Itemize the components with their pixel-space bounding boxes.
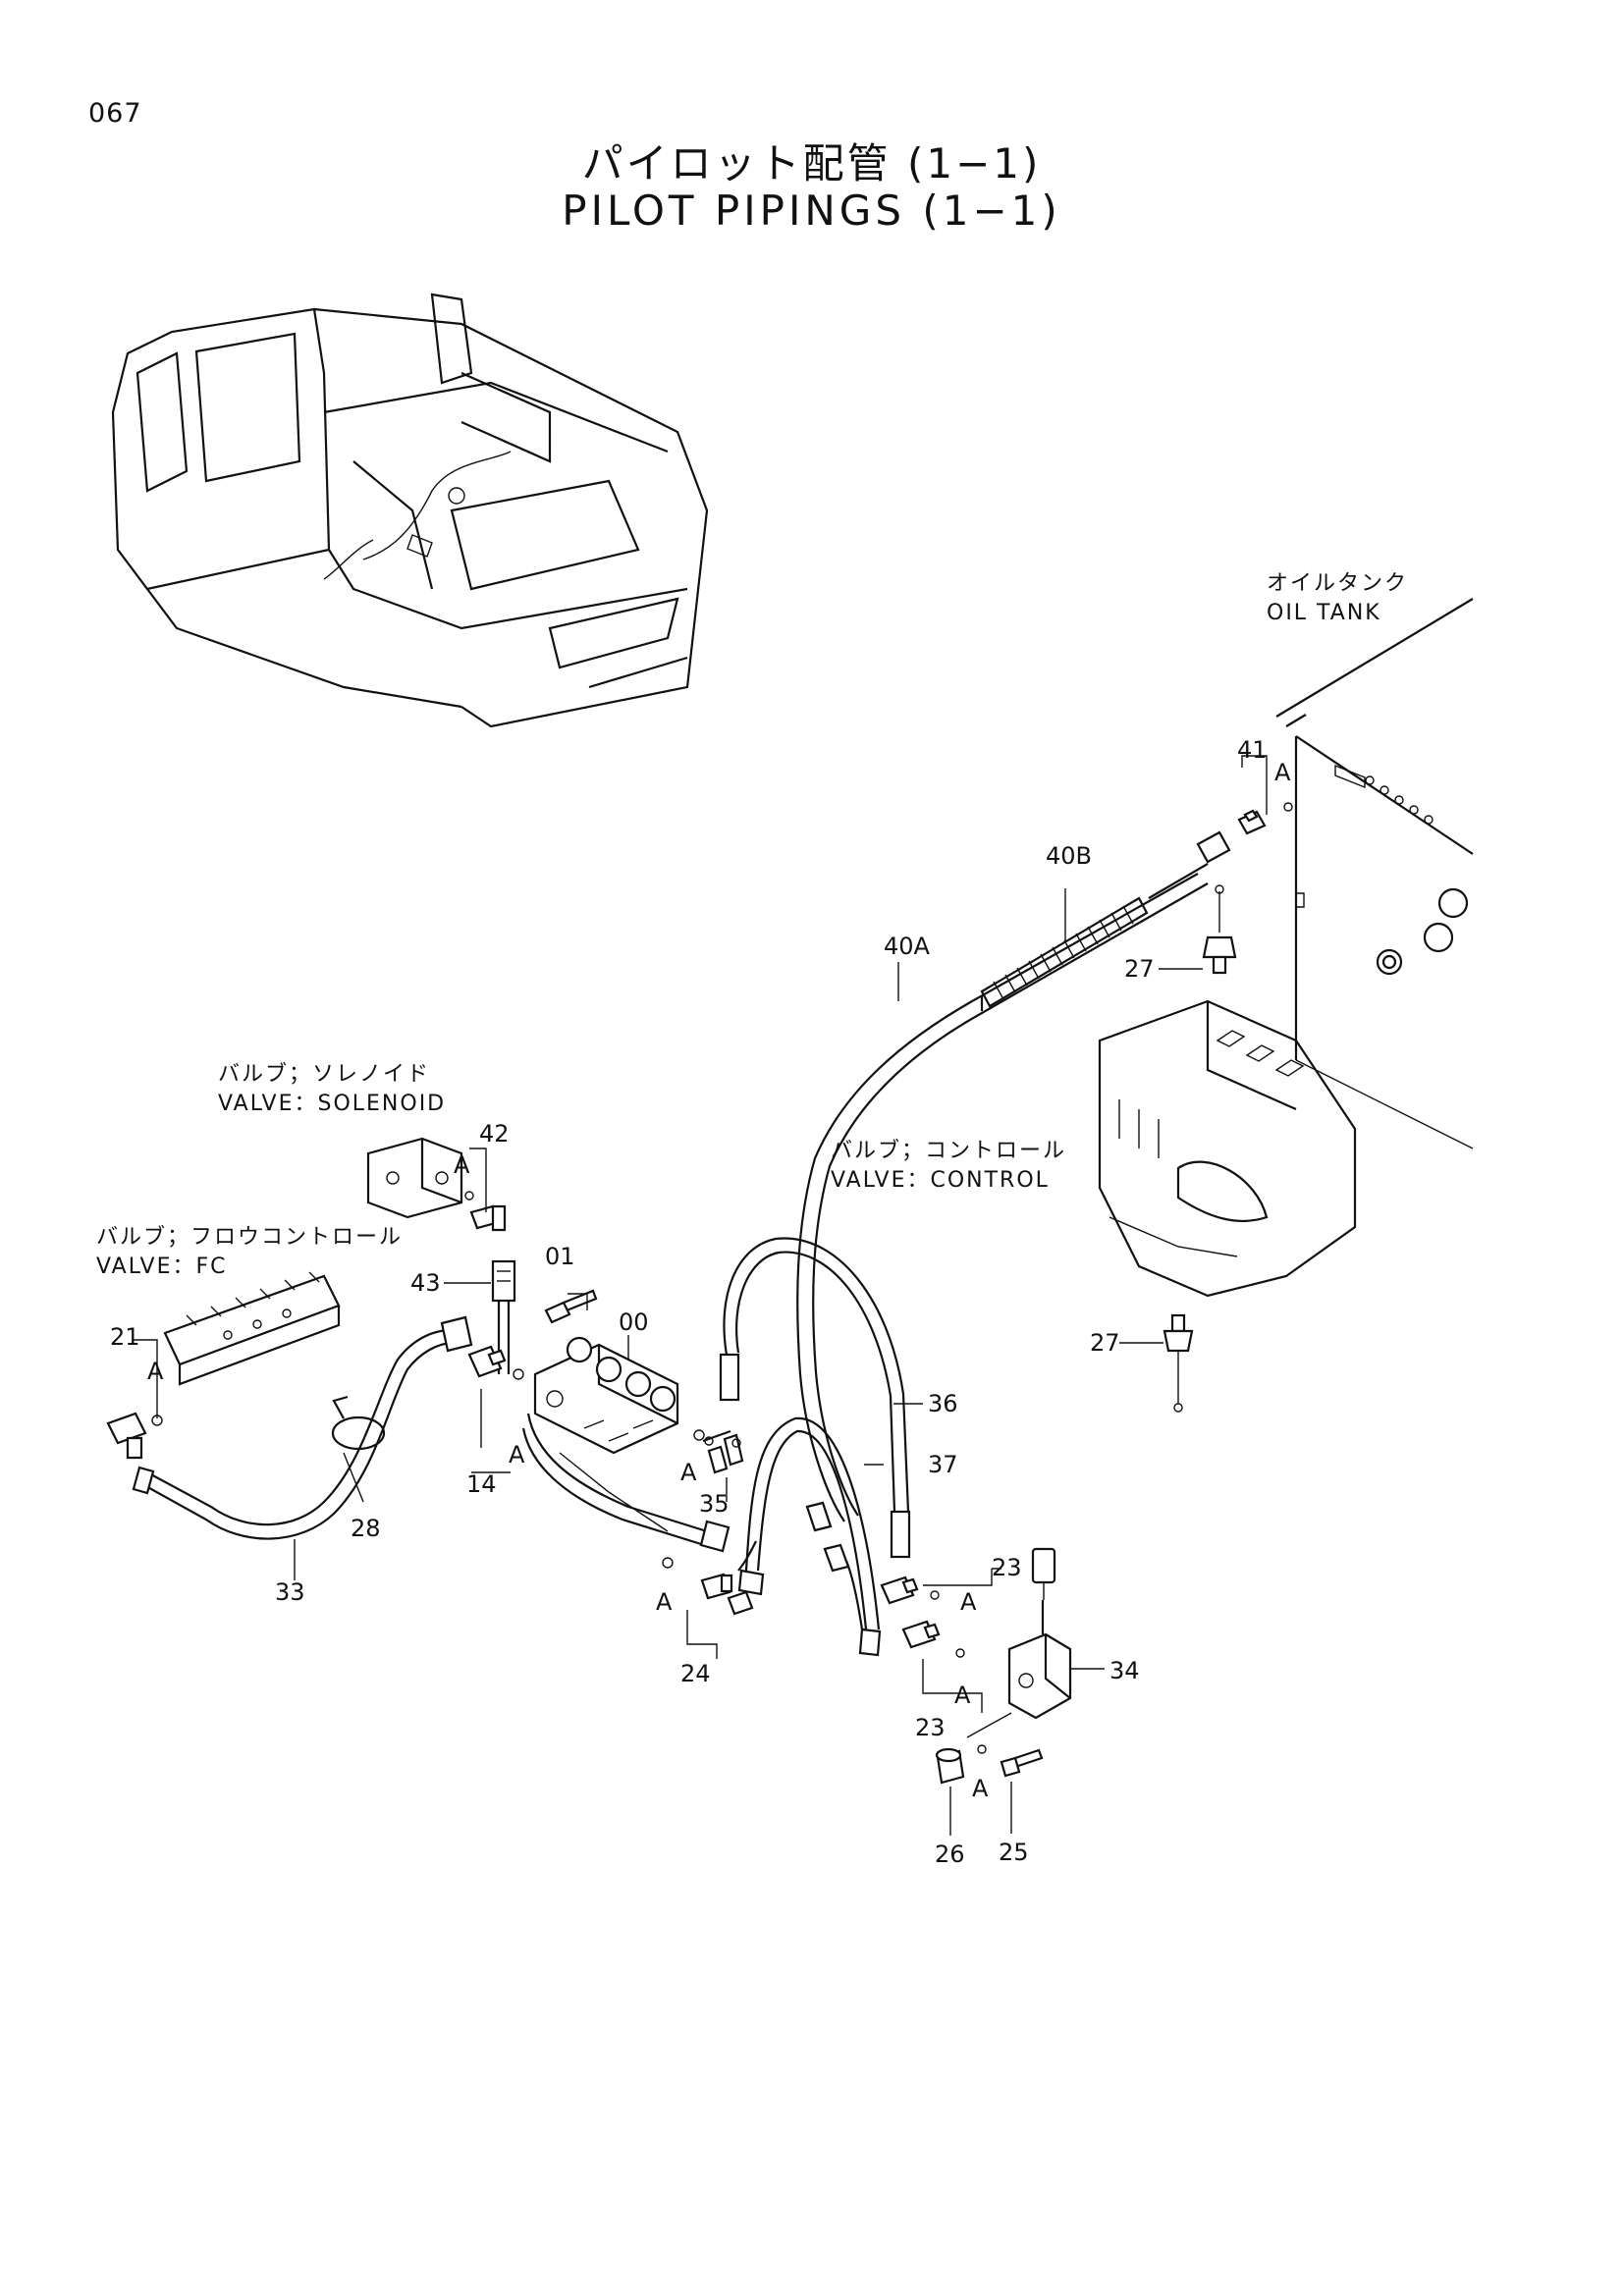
oil-tank xyxy=(1275,598,1474,1149)
part-label-23-upper: 23 xyxy=(992,1554,1022,1581)
oil-tank-caption: オイルタンク OIL TANK xyxy=(1267,569,1408,628)
oil-tank-label-en: OIL TANK xyxy=(1267,601,1381,625)
ref-marker-a: A xyxy=(656,1588,673,1616)
part-label-43: 43 xyxy=(410,1269,441,1297)
fitting-14 xyxy=(467,1345,524,1380)
part-label-36: 36 xyxy=(928,1390,958,1417)
ref-marker-a: A xyxy=(680,1459,697,1486)
hose-33 xyxy=(132,1315,473,1540)
hose-40b-spring-guard xyxy=(980,896,1149,1008)
part-label-00: 00 xyxy=(619,1308,649,1336)
part-label-23-lower: 23 xyxy=(915,1714,946,1741)
page-title-japanese: パイロット配管 (1−1) xyxy=(581,139,1042,187)
fitting-23-upper xyxy=(880,1575,940,1605)
solenoid-valve-caption: バルブ；ソレノイド VALVE：SOLENOID xyxy=(218,1060,446,1119)
part-label-37: 37 xyxy=(928,1451,958,1478)
part-label-26: 26 xyxy=(935,1841,965,1868)
elbow-fitting-21 xyxy=(106,1412,163,1460)
solenoid-valve-label-en: VALVE：SOLENOID xyxy=(218,1092,447,1116)
part-label-27-upper: 27 xyxy=(1124,955,1155,983)
fitting-27-lower xyxy=(1163,1313,1194,1413)
hose-40 xyxy=(796,830,1231,1522)
solenoid-valve-label-jp: バルブ；ソレノイド xyxy=(218,1062,431,1087)
ref-marker-a: A xyxy=(1274,759,1291,786)
reference-markers: A A A A A A A A A xyxy=(147,759,1291,1802)
part-label-24: 24 xyxy=(680,1660,711,1687)
fitting-41 xyxy=(1237,802,1293,835)
valve-block-00 xyxy=(533,1336,714,1455)
control-valve-label-en: VALVE：CONTROL xyxy=(831,1168,1050,1193)
part-label-01: 01 xyxy=(545,1243,575,1270)
ref-marker-a: A xyxy=(454,1151,470,1179)
hose-to-fitting-35 xyxy=(521,1413,744,1553)
part-label-41: 41 xyxy=(1237,736,1268,764)
ref-marker-a: A xyxy=(954,1682,971,1709)
fc-valve-label-jp: バルブ；フロウコントロール xyxy=(96,1225,404,1250)
part-label-42: 42 xyxy=(479,1120,510,1148)
elbow-fitting-42 xyxy=(469,1204,507,1232)
ref-marker-a: A xyxy=(960,1588,977,1616)
fc-valve-caption: バルブ；フロウコントロール VALVE：FC xyxy=(96,1223,403,1282)
control-valve-label-jp: バルブ；コントロール xyxy=(831,1139,1067,1163)
part-label-40b: 40B xyxy=(1046,842,1092,870)
fitting-27-upper xyxy=(1202,884,1237,975)
part-label-33: 33 xyxy=(275,1578,305,1606)
part-label-28: 28 xyxy=(351,1515,381,1542)
hose-36 xyxy=(719,1237,911,1559)
part-label-14: 14 xyxy=(466,1470,497,1498)
part-label-40a: 40A xyxy=(884,933,931,960)
part-label-27-lower: 27 xyxy=(1090,1329,1120,1357)
control-valve-caption: バルブ；コントロール VALVE：CONTROL xyxy=(831,1137,1067,1196)
solenoid-valve xyxy=(366,1137,474,1219)
part-label-25: 25 xyxy=(999,1839,1029,1866)
fitting-43 xyxy=(491,1259,516,1374)
control-valve xyxy=(1098,999,1357,1298)
fitting-24 xyxy=(662,1540,757,1616)
bolt-01 xyxy=(544,1289,598,1324)
fitting-35 xyxy=(702,1429,731,1474)
oil-tank-label-jp: オイルタンク xyxy=(1267,571,1409,596)
leader-lines xyxy=(133,755,1268,1836)
ref-marker-a: A xyxy=(509,1441,525,1468)
fc-valve xyxy=(163,1271,341,1386)
part-labels: 41 40B 40A 27 27 42 43 01 00 21 14 28 33… xyxy=(110,736,1268,1868)
hose-37 xyxy=(737,1416,882,1657)
part-label-35: 35 xyxy=(699,1490,730,1518)
fc-valve-label-en: VALVE：FC xyxy=(96,1255,228,1279)
excavator-overview xyxy=(111,293,709,728)
ref-marker-a: A xyxy=(147,1358,164,1385)
plug-26 xyxy=(935,1744,987,1785)
bolt-25 xyxy=(1000,1748,1044,1778)
valve-block-34 xyxy=(1007,1547,1072,1720)
ref-marker-a: A xyxy=(972,1775,989,1802)
fitting-23-lower xyxy=(901,1620,965,1658)
page-number: 067 xyxy=(88,98,142,129)
hose-40a-lower-end xyxy=(805,1501,864,1630)
part-label-34: 34 xyxy=(1109,1657,1140,1684)
page-title-english: PILOT PIPINGS (1−1) xyxy=(562,187,1061,235)
part-label-21: 21 xyxy=(110,1323,140,1351)
